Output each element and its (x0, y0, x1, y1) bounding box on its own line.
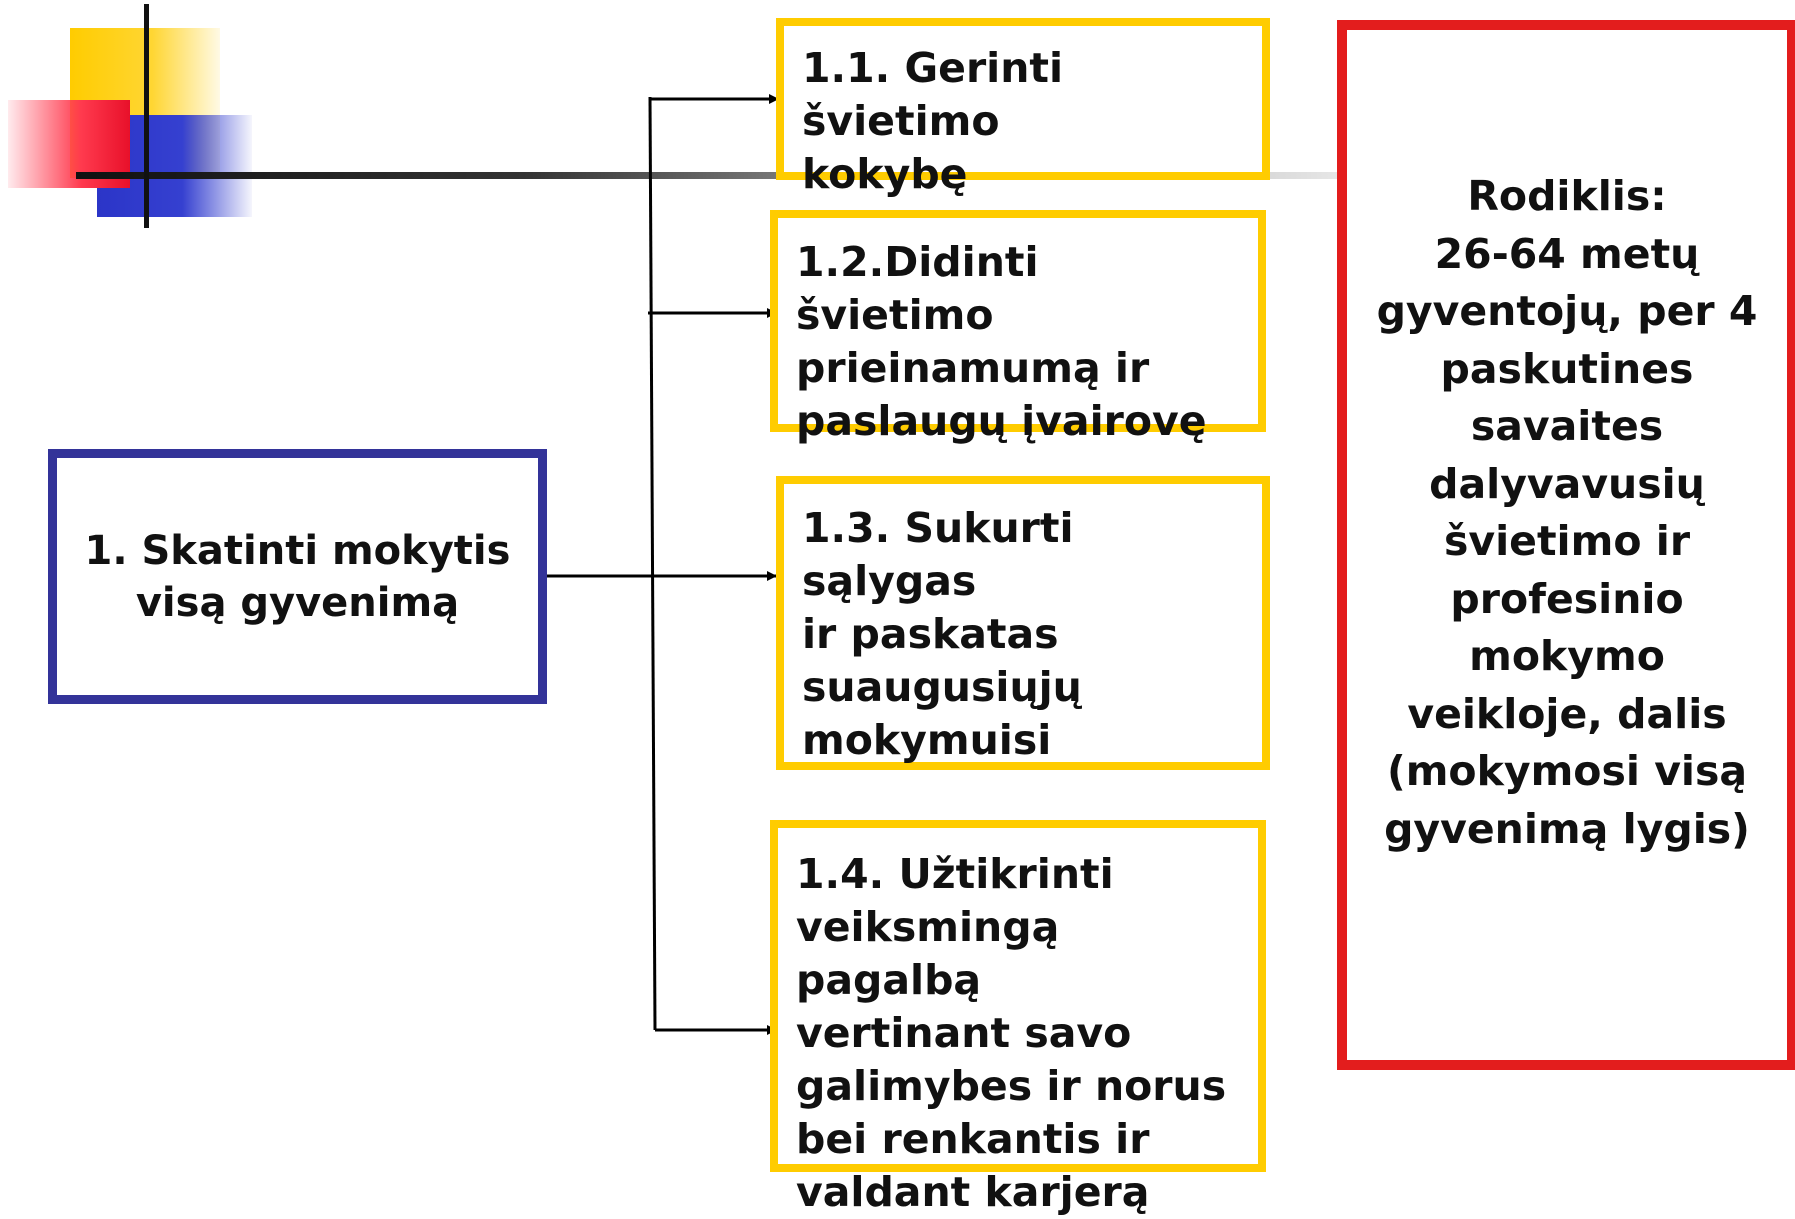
task-line: vertinant savo (796, 1009, 1132, 1057)
main-objective-line: visą gyvenimą (135, 579, 460, 626)
indicator-line: gyventojų, per 4 (1376, 287, 1758, 335)
task-line: veiksmingą pagalbą (796, 903, 1060, 1004)
task-line: 1.1. Gerinti švietimo (802, 44, 1064, 145)
decorative-vertical-line (144, 4, 149, 228)
indicator-line: Rodiklis: (1467, 172, 1667, 220)
task-box-1-1: 1.1. Gerinti švietimo kokybę (776, 18, 1270, 198)
indicator-line: paskutines (1440, 344, 1694, 393)
indicator-line: 26-64 metų (1434, 229, 1700, 278)
task-line: mokymuisi (802, 716, 1052, 764)
task-line: suaugusiųjų (802, 663, 1082, 711)
indicator-line: dalyvavusių (1429, 459, 1705, 508)
task-line: 1.2.Didinti švietimo (796, 238, 1039, 339)
task-box-1-2: 1.2.Didinti švietimo prieinamumą ir pasl… (770, 210, 1266, 445)
trunk-line (648, 96, 657, 1031)
task-line: 1.3. Sukurti sąlygas (802, 504, 1074, 605)
task-line: bei renkantis ir (796, 1115, 1150, 1163)
task-line: 1.4. Užtikrinti (796, 850, 1114, 898)
task-line: paslaugų įvairovę (796, 397, 1207, 445)
indicator-line: mokymo (1469, 632, 1665, 680)
decorative-horizontal-line (76, 172, 1356, 179)
main-objective-text: 1. Skatinti mokytis visą gyvenimą (85, 525, 511, 629)
main-objective-box: 1. Skatinti mokytis visą gyvenimą (48, 449, 547, 704)
task-box-1-4: 1.4. Užtikrinti veiksmingą pagalbą verti… (770, 820, 1266, 1216)
indicator-line: veikloje, dalis (1407, 689, 1727, 738)
connector-arrows (538, 94, 779, 1035)
task-box-1-3: 1.3. Sukurti sąlygas ir paskatas suaugus… (776, 476, 1270, 770)
task-line: galimybes ir norus (796, 1062, 1227, 1110)
indicator-line: profesinio (1450, 574, 1684, 623)
task-line: prieinamumą ir (796, 344, 1150, 392)
task-line: ir paskatas (802, 610, 1059, 658)
indicator-box: Rodiklis: 26-64 metų gyventojų, per 4 pa… (1337, 20, 1795, 1070)
indicator-line: gyvenimą lygis) (1384, 804, 1750, 853)
indicator-line: (mokymosi visą (1386, 747, 1748, 795)
indicator-line: švietimo ir (1443, 517, 1691, 565)
main-objective-line: 1. Skatinti mokytis (84, 527, 511, 574)
indicator-line: savaites (1470, 402, 1664, 450)
task-line: kokybę (802, 150, 968, 198)
